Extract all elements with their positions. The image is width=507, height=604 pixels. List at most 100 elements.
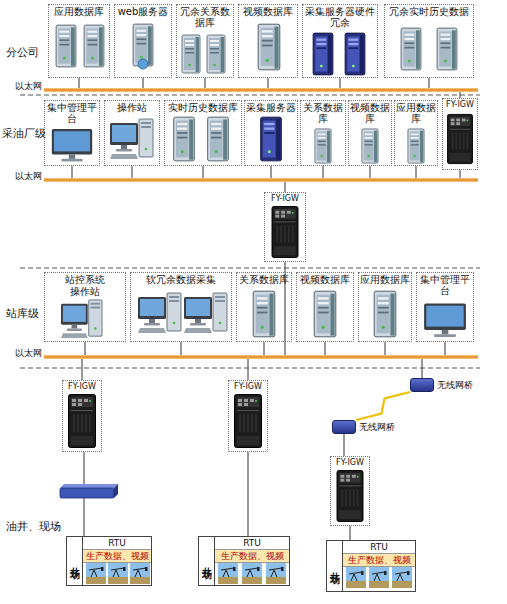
server-group: 应用数据库 [358,272,412,342]
node-text: FY-IGW [443,99,477,110]
gateway-device [235,395,262,448]
gateway-box: FY-IGW [442,98,478,170]
gateway-device [272,206,298,257]
node-text: RTU [343,541,415,554]
connector-line [285,182,286,192]
server-group: 应用数据库 [48,4,110,78]
server-icon [174,117,195,161]
node-text: 冗余关系数据库 [177,5,233,28]
server-icon [261,117,282,161]
node-text: 视频数据库 [349,101,391,124]
node-text: 采集服务器 [245,101,297,113]
server-icon [84,25,104,67]
server-group: 集中管理平台 [416,272,474,342]
rtu-box: RTU生产数据、视频井场 [326,540,416,592]
server-group: 视频数据库 [238,4,298,78]
server-group: 采集服务器硬件冗余 [302,4,378,78]
node-text: 应用数据库 [395,101,437,124]
site-photo [369,566,389,588]
gateway-box: FY-IGW [228,380,268,452]
rtu-box: RTU生产数据、视频井场 [66,536,152,586]
connector-line [445,342,446,355]
server-icon [258,24,280,70]
connector-line [268,78,269,88]
connector-line [323,166,324,178]
ethernet-bus: 以太网 [44,178,478,182]
connector-line [264,342,265,355]
workstation-icon [61,300,102,338]
node-text: 操作站 [45,285,125,297]
workstation-icon [110,119,153,159]
tier-divider [20,268,480,269]
node-text: 站控系统 [45,273,125,285]
site-photo [130,562,150,584]
site-photo [346,566,366,588]
server-icon [315,129,331,163]
connector-line [422,359,423,378]
switch-symbol [114,484,118,498]
workstation-icon [138,293,181,333]
node-text: FY-IGW [331,457,369,468]
node-text: 以太网 [15,80,44,92]
node-text: FY-IGW [265,193,305,204]
node-text: 关系数据库 [237,273,291,285]
server-icon [401,28,421,70]
server-icon [182,35,200,73]
connector-line [356,392,410,420]
gateway-box: FY-IGW [264,192,306,262]
node-text: 视频数据库 [297,273,353,285]
node-text: 集中管理平台 [417,273,473,296]
server-icon [408,129,424,163]
connector-line [460,170,461,178]
node-text: 以太网 [15,347,44,359]
server-icon [133,24,153,66]
node-text: web服务器 [115,5,171,17]
server-group: web服务器 [114,4,172,78]
connector-line [181,342,182,355]
node-text: 应用数据库 [49,5,109,17]
connector-line [85,342,86,355]
node-text: 以太网 [15,170,44,182]
rtu-box: RTU生产数据、视频井场 [198,536,290,586]
node-text: 视频数据库 [239,5,297,17]
tier-label: 站库级 [6,307,39,320]
gateway-box: FY-IGW [330,456,370,526]
server-group: 站控系统操作站 [44,272,126,342]
connector-line [82,359,83,380]
node-text: FY-IGW [63,381,101,392]
connector-line [72,166,73,178]
connector-line [248,359,249,380]
server-group: 实时历史数据库 [164,100,242,166]
node-text: 关系数据库 [301,101,345,124]
connector-line [340,78,341,88]
connector-line [203,166,204,178]
connector-line [248,452,249,536]
server-group: 采集服务器 [244,100,298,166]
connector-line [429,78,430,88]
server-icon [345,33,365,75]
switch-symbol [60,484,118,488]
tier-divider [20,95,480,96]
server-group: 关系数据库 [300,100,346,166]
connector-line [385,342,386,355]
server-group: 冗余实时历史数据 [384,4,474,78]
connector-line [325,342,326,355]
server-group: 关系数据库 [236,272,292,342]
site-photo [218,562,238,584]
site-tag: 井场 [199,537,215,585]
connector-line [350,526,351,540]
tier-label: 分公司 [6,46,39,59]
server-icon [313,33,333,75]
server-icon [314,291,336,337]
switch-symbol [60,488,114,498]
node-text: 井场 [328,564,342,568]
globe-symbol [138,59,148,69]
server-group: 操作站 [104,100,160,166]
node-text: 操作站 [105,101,159,113]
wireless-bridge: 无线网桥 [410,378,434,392]
gateway-device [337,470,363,521]
server-icon [437,28,457,70]
node-text: 无线网桥 [437,379,473,391]
